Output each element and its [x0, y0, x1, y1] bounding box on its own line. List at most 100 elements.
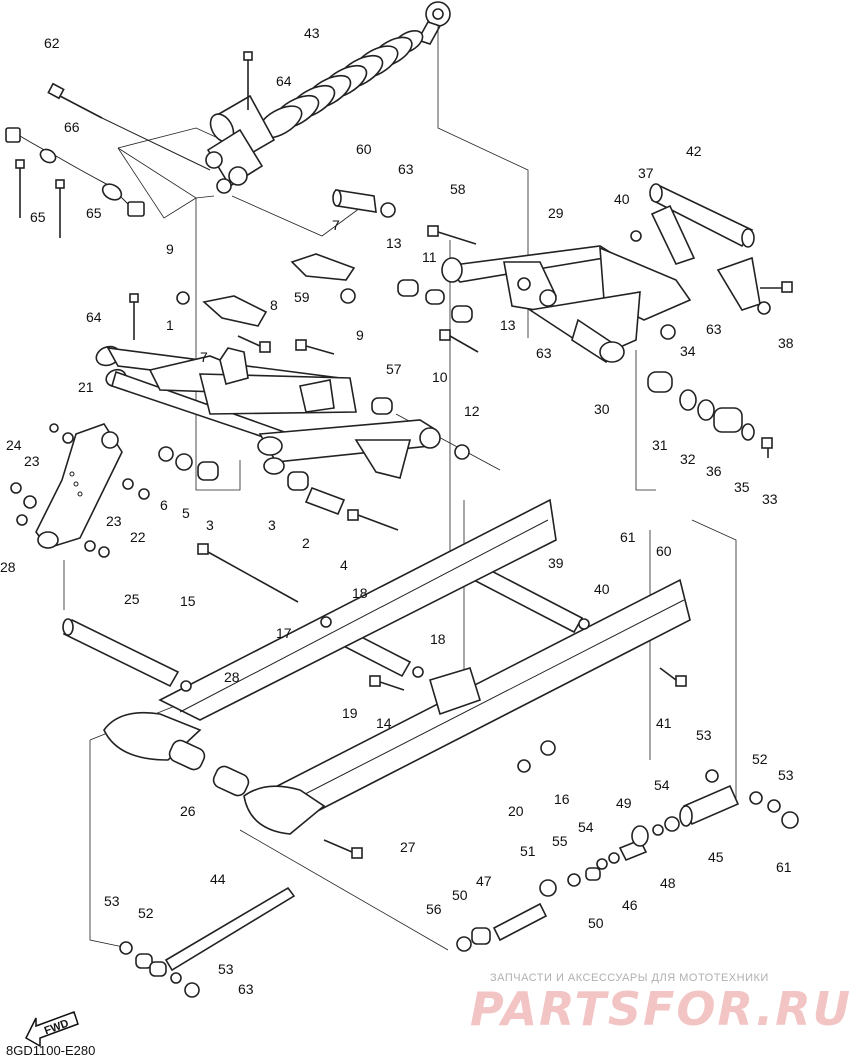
callout: 58: [450, 181, 466, 197]
callout: 60: [656, 543, 672, 559]
callout: 23: [24, 453, 40, 469]
callout: 30: [594, 401, 610, 417]
shaft-42-bracket-37: [630, 183, 793, 340]
callout: 12: [464, 403, 480, 419]
watermark-tagline: ЗАПЧАСТИ И АКСЕССУАРЫ ДЛЯ МОТОТЕХНИКИ: [490, 972, 769, 984]
callout: 40: [594, 581, 610, 597]
callout: 31: [652, 437, 668, 453]
callout: 44: [210, 871, 226, 887]
callout: 53: [696, 727, 712, 743]
front-arm-1: [95, 345, 441, 479]
callout: 36: [706, 463, 722, 479]
callout: 47: [476, 873, 492, 889]
callout: 61: [776, 859, 792, 875]
callout: 62: [44, 35, 60, 51]
callout: 55: [552, 833, 568, 849]
callout: 15: [180, 593, 196, 609]
callout: 20: [508, 803, 524, 819]
callout: 51: [520, 843, 536, 859]
fwd-label: FWD: [43, 1017, 71, 1037]
callout: 65: [30, 209, 46, 225]
callout: 42: [686, 143, 702, 159]
hardware-2-6: [158, 446, 399, 531]
callout-labels: 62 43 64 66 65 65 60 63 58 42 37 40 29 1…: [0, 25, 794, 997]
bolt-62: [47, 82, 211, 171]
callout: 16: [554, 791, 570, 807]
callout: 48: [660, 875, 676, 891]
callout: 33: [762, 491, 778, 507]
callout: 43: [304, 25, 320, 41]
callout: 63: [536, 345, 552, 361]
slide-rails: [103, 498, 691, 835]
callout: 39: [548, 555, 564, 571]
collars-bushings: [176, 189, 473, 460]
callout: 4: [340, 557, 348, 573]
stopper-brackets-7: [202, 253, 356, 327]
callout: 11: [422, 249, 437, 265]
callout: 25: [124, 591, 140, 607]
callout: 60: [356, 141, 372, 157]
callout: 8: [270, 297, 278, 313]
callout: 41: [656, 715, 672, 731]
callout: 18: [352, 585, 368, 601]
fwd-arrow: FWD: [22, 1006, 82, 1051]
callout: 28: [224, 669, 240, 685]
callout: 45: [708, 849, 724, 865]
callout: 1: [166, 317, 174, 333]
callout: 27: [400, 839, 416, 855]
callout: 9: [166, 241, 174, 257]
callout: 26: [180, 803, 196, 819]
callout: 3: [268, 517, 276, 533]
callout: 13: [500, 317, 516, 333]
callout: 50: [588, 915, 604, 931]
callout: 40: [614, 191, 630, 207]
callout: 63: [238, 981, 254, 997]
shackle-21: [10, 423, 150, 558]
callout: 35: [734, 479, 750, 495]
callout: 63: [706, 321, 722, 337]
callout: 38: [778, 335, 794, 351]
callout: 9: [356, 327, 364, 343]
bolts-top: [237, 225, 479, 355]
callout: 13: [386, 235, 402, 251]
guide-lines: [63, 26, 737, 951]
callout: 49: [616, 795, 632, 811]
callout: 18: [430, 631, 446, 647]
callout: 32: [680, 451, 696, 467]
sensor-wire-66: [5, 127, 145, 217]
callout: 52: [752, 751, 768, 767]
callout: 46: [622, 897, 638, 913]
rear-axle-hardware: [119, 769, 799, 998]
callout: 61: [620, 529, 636, 545]
callout: 5: [182, 505, 190, 521]
callout: 59: [294, 289, 310, 305]
callout: 14: [376, 715, 392, 731]
callout: 63: [398, 161, 414, 177]
diagram-drawing: 62 43 64 66 65 65 60 63 58 42 37 40 29 1…: [0, 1, 799, 998]
callout: 7: [200, 349, 208, 365]
callout: 53: [104, 893, 120, 909]
callout: 52: [138, 905, 154, 921]
callout: 57: [386, 361, 402, 377]
callout: 66: [64, 119, 80, 135]
callout: 6: [160, 497, 168, 513]
shock-absorber: [205, 1, 451, 194]
callout: 53: [218, 961, 234, 977]
callout: 50: [452, 887, 468, 903]
callout: 64: [276, 73, 292, 89]
callout: 53: [778, 767, 794, 783]
callout: 7: [332, 217, 340, 233]
callout: 24: [6, 437, 22, 453]
callout: 3: [206, 517, 214, 533]
callout: 17: [276, 625, 292, 641]
callout: 54: [578, 819, 594, 835]
callout: 65: [86, 205, 102, 221]
hardware-14-41: [168, 616, 687, 859]
callout: 34: [680, 343, 696, 359]
callout: 29: [548, 205, 564, 221]
callout: 21: [78, 379, 94, 395]
callout: 2: [302, 535, 310, 551]
callout: 28: [0, 559, 16, 575]
callout: 10: [432, 369, 448, 385]
